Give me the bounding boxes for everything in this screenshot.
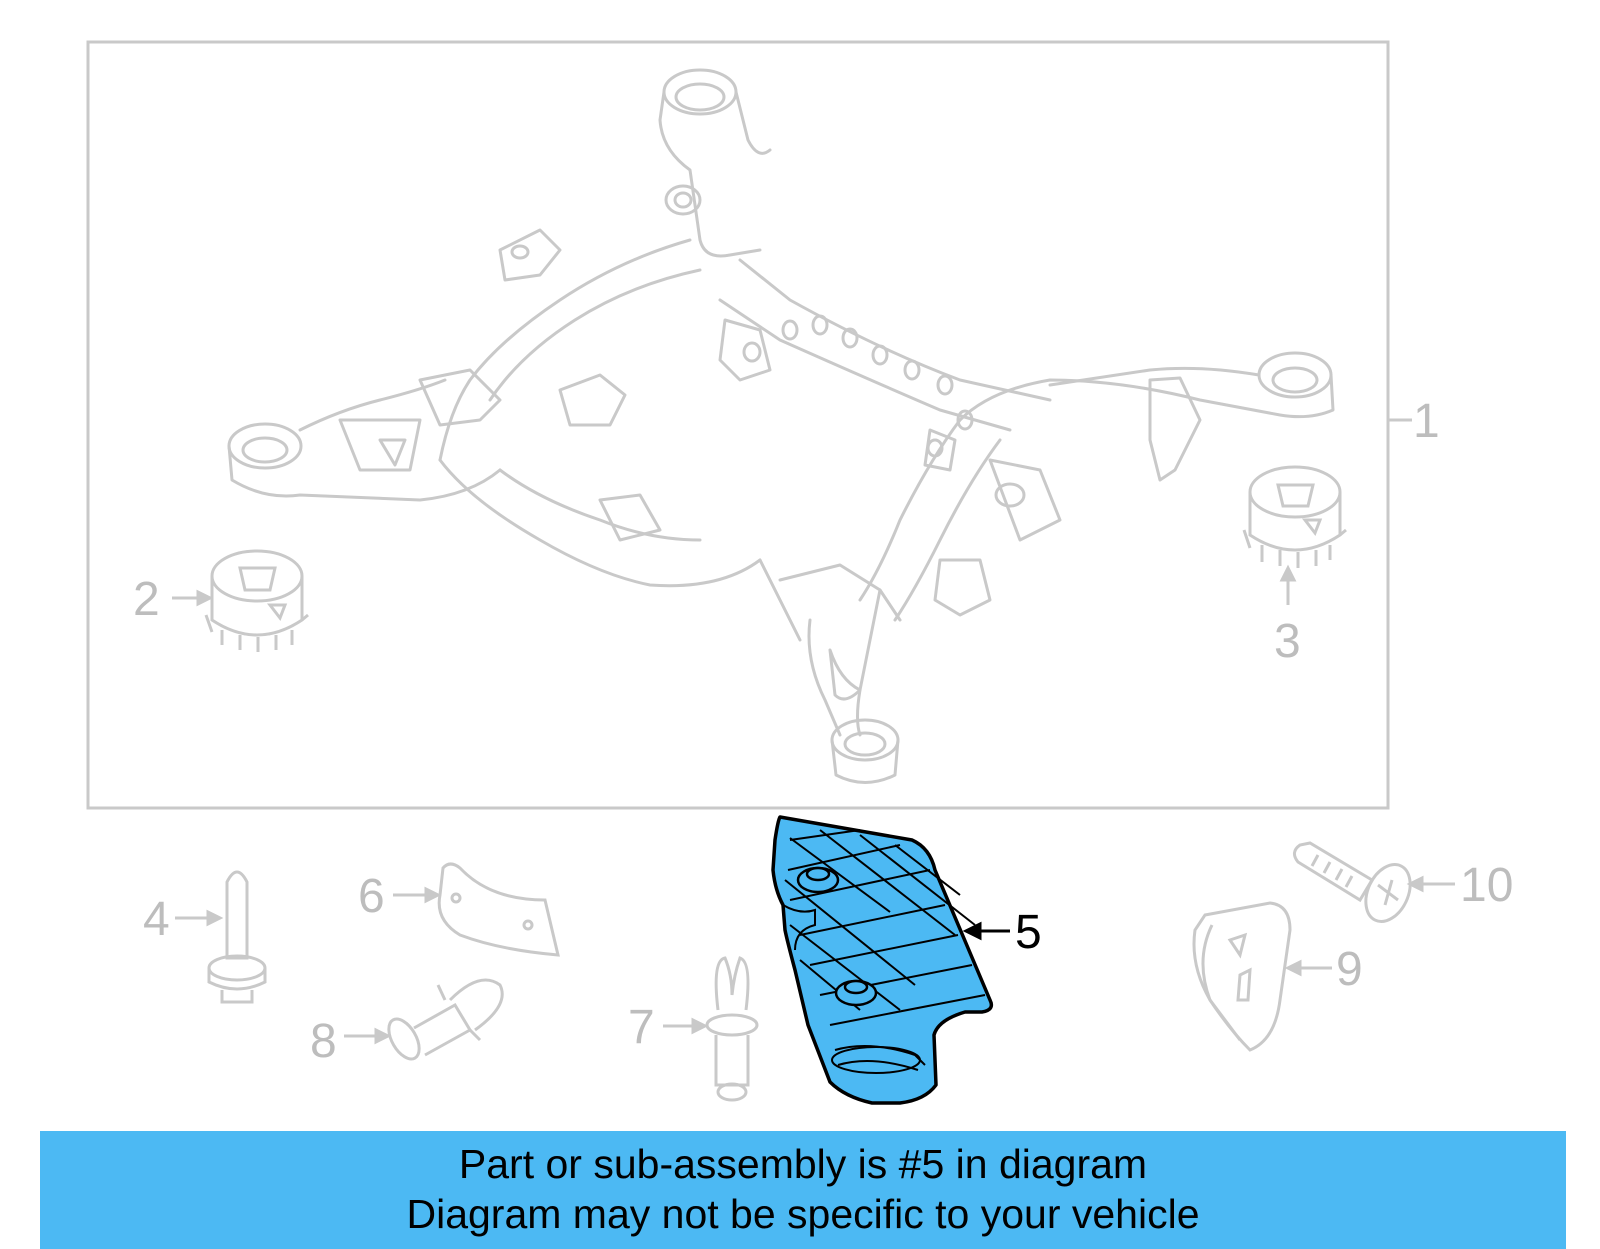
bushing-left-drawing: [204, 549, 309, 652]
callout-label-9: 9: [1336, 943, 1363, 996]
callout-label-6: 6: [358, 870, 385, 923]
assembly-frame-box: [86, 40, 1390, 810]
callout-label-3: 3: [1274, 615, 1301, 668]
callout-label-10: 10: [1460, 859, 1513, 912]
callout-arrow-5: [962, 921, 1010, 941]
subframe-drawing: [227, 68, 1335, 784]
callout-label-1: 1: [1413, 395, 1440, 448]
callout-arrow-6: [393, 886, 442, 904]
screw-10-drawing: [1293, 841, 1412, 923]
callout-label-4: 4: [143, 893, 170, 946]
bracket-6-drawing: [437, 862, 560, 957]
callout-arrow-3: [1279, 564, 1297, 605]
banner-line-disclaimer: Diagram may not be specific to your vehi…: [406, 1191, 1200, 1237]
heat-shield-5-highlighted: [771, 815, 994, 1105]
callout-arrow-9: [1284, 959, 1332, 977]
callout-arrow-4: [175, 909, 224, 927]
info-banner: Part or sub-assembly is #5 in diagram Di…: [40, 1131, 1566, 1249]
callout-label-5: 5: [1015, 906, 1042, 959]
bolt-4-drawing: [207, 870, 267, 1004]
push-pin-8-drawing: [387, 978, 504, 1061]
clip-7-drawing: [705, 956, 759, 1102]
callout-arrow-7: [663, 1017, 709, 1035]
callout-arrow-2: [172, 589, 214, 607]
callout-arrow-10: [1406, 875, 1455, 893]
bushing-right-drawing: [1242, 465, 1347, 568]
callout-label-8: 8: [310, 1015, 337, 1068]
callout-arrow-8: [344, 1027, 392, 1045]
callout-label-7: 7: [628, 1001, 655, 1054]
banner-line-part: Part or sub-assembly is #5 in diagram: [458, 1141, 1148, 1187]
bracket-9-drawing: [1192, 901, 1292, 1052]
callout-label-2: 2: [133, 573, 160, 626]
